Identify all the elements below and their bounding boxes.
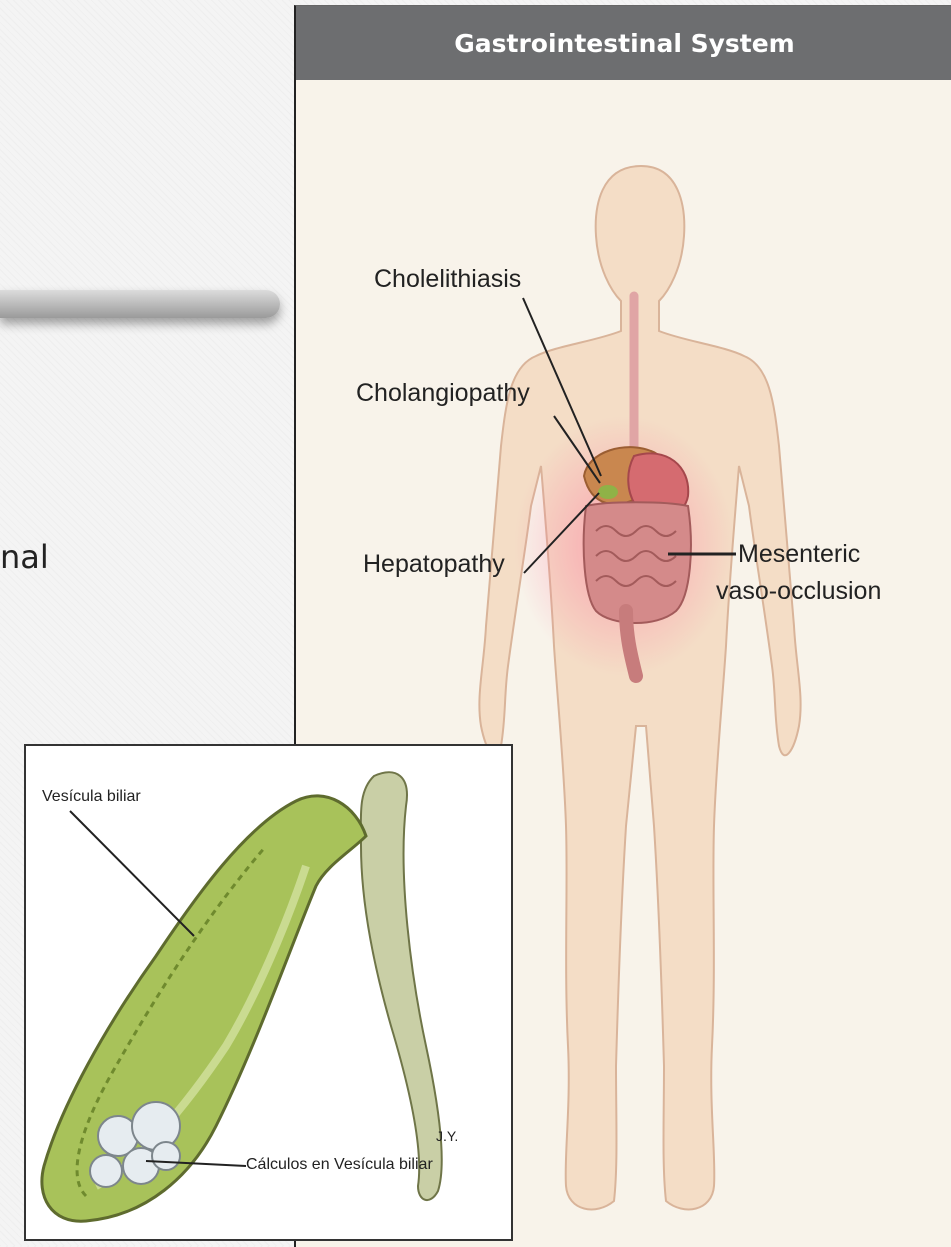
label-mesenteric-line1: Mesenteric	[738, 539, 860, 569]
label-vesicula-biliar: Vesícula biliar	[42, 788, 141, 806]
intestines	[584, 502, 691, 623]
bile-duct	[361, 772, 442, 1200]
label-hepatopathy: Hepatopathy	[363, 549, 505, 579]
label-cholelithiasis: Cholelithiasis	[374, 264, 521, 294]
human-silhouette	[479, 166, 800, 1209]
gallbladder-panel: Vesícula biliar Cálculos en Vesícula bil…	[24, 744, 513, 1241]
label-mesenteric-line2: vaso-occlusion	[716, 576, 881, 606]
label-cholangiopathy: Cholangiopathy	[356, 378, 530, 408]
slide-title-bar	[0, 290, 280, 318]
slide-partial-text: nal	[0, 538, 49, 576]
label-calculos: Cálculos en Vesícula biliar	[246, 1156, 433, 1174]
gallbladder	[598, 485, 618, 499]
artist-signature: J.Y.	[436, 1128, 458, 1144]
